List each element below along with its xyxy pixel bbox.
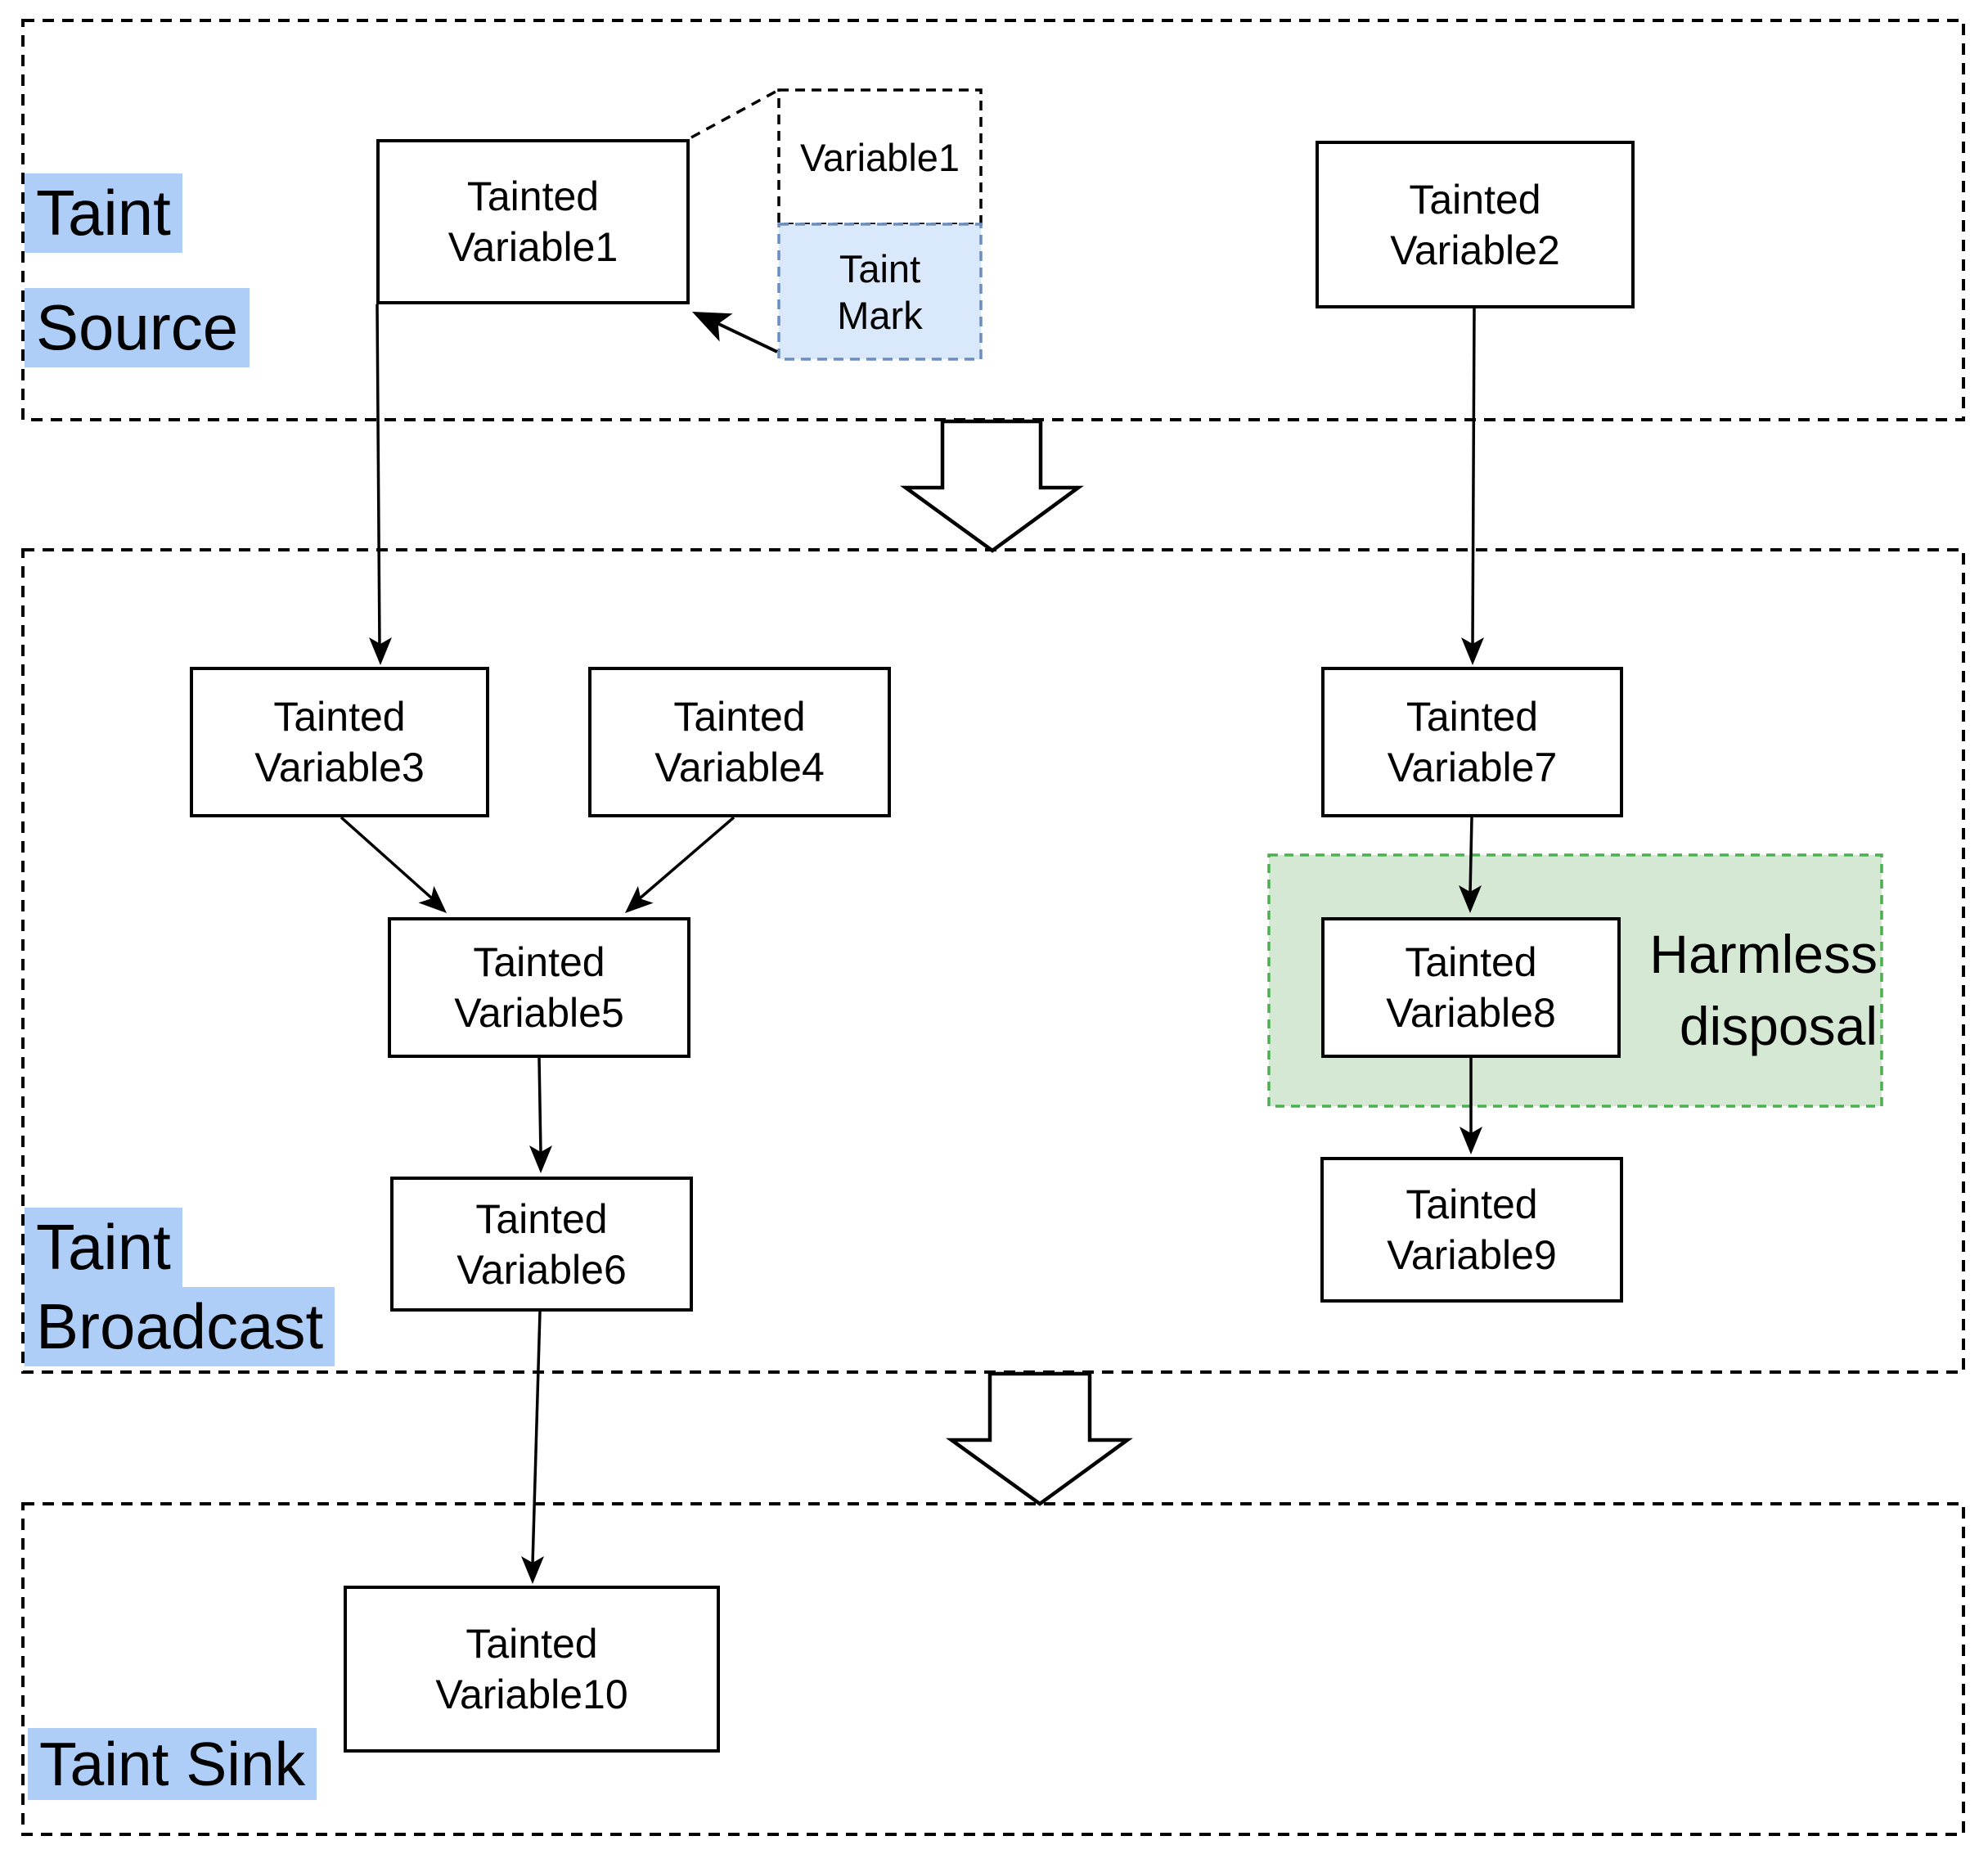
connector-v3-v5: [340, 816, 434, 900]
arrowhead-v2-v7: [1461, 637, 1484, 665]
node-tainted-variable10: Tainted Variable10: [344, 1586, 720, 1753]
source-to-broadcast-arrow: [900, 419, 1084, 553]
arrowhead-v5-v6: [529, 1145, 552, 1173]
connector-v5-v6: [537, 1057, 542, 1154]
arrowhead-v8-v9: [1460, 1127, 1482, 1154]
taint-source-section-border: [21, 19, 1965, 421]
node-tainted-variable3: Tainted Variable3: [190, 667, 489, 817]
connector-v1-v3: [376, 304, 381, 649]
callout-arrowhead: [692, 312, 733, 342]
taint-sink-label: Taint Sink: [28, 1728, 317, 1800]
connector-v7-v8: [1469, 817, 1473, 894]
connector-v6-v10: [531, 1311, 542, 1565]
taint-sink-section-border: [21, 1502, 1965, 1836]
connector-v4-v5: [638, 816, 735, 900]
taint-broadcast-label-line1: Taint: [25, 1208, 182, 1287]
callout-variable-cell: [777, 88, 983, 226]
broadcast-to-sink-arrow: [946, 1371, 1133, 1506]
arrowhead-v3-v5: [418, 885, 447, 913]
callout-variable1-label: Variable1: [799, 135, 960, 179]
node-tainted-variable4: Tainted Variable4: [588, 667, 891, 817]
callout-arrow-line: [708, 317, 778, 353]
callout-dashed-connector: [690, 90, 776, 139]
taint-source-label-line2: Source: [25, 288, 250, 367]
node-tainted-variable5: Tainted Variable5: [388, 917, 690, 1058]
arrowhead-v6-v10: [521, 1556, 544, 1584]
node-tainted-variable9: Tainted Variable9: [1320, 1157, 1623, 1303]
node-tainted-variable6: Tainted Variable6: [390, 1177, 693, 1312]
callout-taint-mark-label: Taint Mark: [837, 246, 923, 337]
connector-v2-v7: [1471, 308, 1476, 647]
arrowhead-v7-v8: [1459, 885, 1482, 913]
node-tainted-variable8: Tainted Variable8: [1321, 917, 1621, 1058]
arrowhead-v1-v3: [369, 637, 392, 665]
node-tainted-variable7: Tainted Variable7: [1321, 667, 1623, 817]
taint-source-label-line1: Taint: [25, 173, 182, 253]
node-tainted-variable1: Tainted Variable1: [376, 139, 690, 304]
arrowhead-v4-v5: [625, 885, 654, 913]
taint-broadcast-label-line2: Broadcast: [25, 1287, 335, 1366]
node-tainted-variable2: Tainted Variable2: [1316, 141, 1635, 308]
harmless-disposal-label: Harmless disposal: [1649, 924, 1878, 1056]
callout-taint-mark-cell: [777, 223, 983, 361]
